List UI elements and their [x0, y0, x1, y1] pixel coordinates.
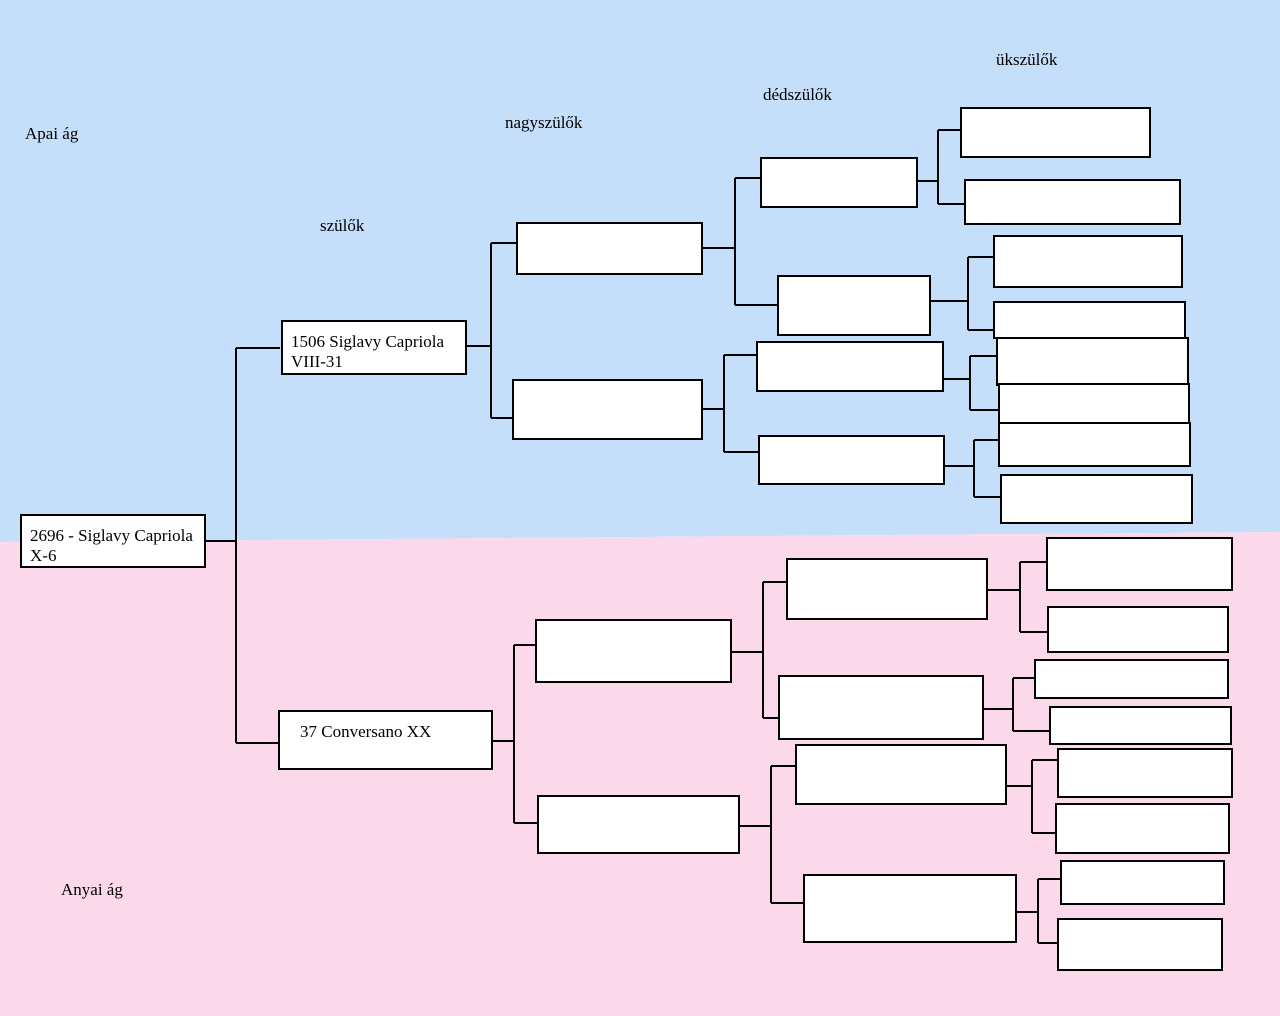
great-grandparent-box	[778, 675, 984, 740]
maternal-branch-label: Anyai ág	[61, 880, 123, 899]
grandparents-column-label: nagyszülők	[505, 113, 583, 132]
great-great-grandparent-box	[1034, 659, 1229, 699]
great-great-grandparent-box	[1055, 803, 1230, 854]
great-great-grandparent-box	[993, 235, 1183, 288]
great-great-grandparent-box	[1000, 474, 1193, 524]
great-great-grandparent-box	[1046, 537, 1233, 591]
great-grandparent-box	[758, 435, 945, 485]
subject-box: 2696 - Siglavy Capriola X-6	[20, 514, 206, 568]
great-great-grandparent-box	[960, 107, 1151, 158]
great-great-grandparents-column-label: ükszülők	[996, 50, 1058, 69]
great-grandparent-box	[795, 744, 1007, 805]
great-great-grandparent-box	[1057, 918, 1223, 971]
great-great-grandparent-box	[1047, 606, 1229, 653]
great-grandparent-box	[756, 341, 944, 392]
great-great-grandparent-box	[996, 337, 1189, 386]
great-great-grandparent-box	[1060, 860, 1225, 905]
sire-box: 1506 Siglavy Capriola VIII-31	[281, 320, 467, 375]
dam-box: 37 Conversano XX	[278, 710, 493, 770]
great-great-grandparent-box	[1049, 706, 1232, 745]
parents-column-label: szülők	[320, 216, 365, 235]
great-great-grandparent-box	[998, 422, 1191, 467]
grandparent-box	[516, 222, 703, 275]
great-great-grandparent-box	[993, 301, 1186, 339]
great-great-grandparent-box	[1057, 748, 1233, 798]
great-grandparents-column-label: dédszülők	[763, 85, 832, 104]
great-grandparent-box	[760, 157, 918, 208]
great-grandparent-box	[803, 874, 1017, 943]
grandparent-box	[512, 379, 703, 440]
great-great-grandparent-box	[998, 383, 1190, 424]
great-great-grandparent-box	[964, 179, 1181, 225]
grandparent-box	[537, 795, 740, 854]
grandparent-box	[535, 619, 732, 683]
paternal-branch-label: Apai ág	[25, 124, 79, 143]
great-grandparent-box	[777, 275, 931, 336]
great-grandparent-box	[786, 558, 988, 620]
